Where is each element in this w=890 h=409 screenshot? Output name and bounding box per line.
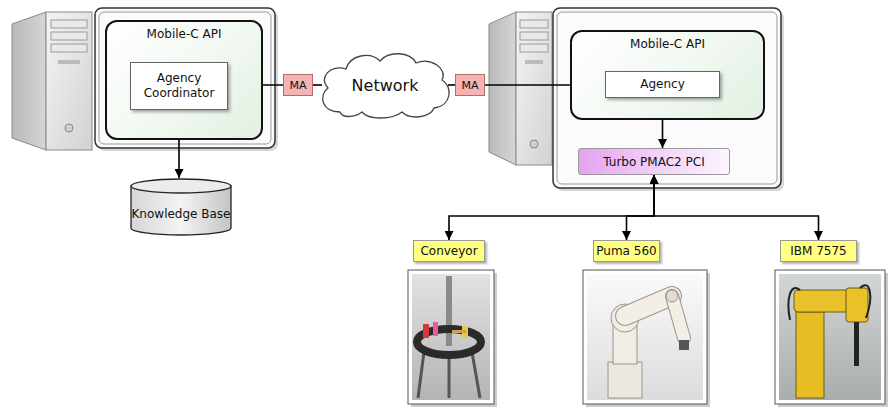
controller-card: Turbo PMAC2 PCI	[578, 148, 730, 175]
computer-icon	[12, 12, 92, 150]
device-label: Puma 560	[593, 240, 660, 262]
node-text: MA	[461, 79, 478, 92]
connector-arrow	[627, 175, 655, 240]
conveyor-photo	[408, 270, 497, 407]
node-text: Network	[352, 76, 419, 95]
ibm-robot-photo	[775, 270, 888, 407]
connector-arrow	[449, 175, 654, 240]
node-text: Turbo PMAC2 PCI	[603, 155, 704, 169]
network-cloud: Network	[318, 50, 452, 120]
node-text: Mobile-C API	[107, 22, 261, 41]
agency-box: Agency Coordinator	[130, 62, 228, 110]
database-cylinder: Knowledge Base	[130, 178, 232, 236]
connector-arrow	[448, 84, 455, 86]
api-box: Mobile-C API Agency Coordinator	[105, 20, 263, 140]
node-text: Puma 560	[596, 244, 656, 258]
computer-panel	[95, 8, 278, 151]
puma-robot-photo	[583, 270, 710, 407]
node-text: Mobile-C API	[572, 32, 763, 51]
computer-icon	[489, 12, 552, 165]
connector-arrow	[313, 84, 322, 86]
computer-panel	[553, 8, 784, 191]
connector-arrow	[654, 175, 819, 240]
node-text: Agency	[640, 77, 685, 92]
node-text: Knowledge Base	[132, 207, 231, 222]
node-text: Agency Coordinator	[135, 71, 223, 101]
device-label: Conveyor	[413, 240, 485, 262]
api-box: Mobile-C API Agency	[570, 30, 765, 120]
agent-tag: MA	[455, 74, 485, 96]
node-text: Conveyor	[420, 244, 477, 258]
agency-box: Agency	[605, 71, 720, 98]
node-text: IBM 7575	[790, 244, 846, 258]
device-label: IBM 7575	[780, 240, 857, 262]
node-text: MA	[289, 79, 306, 92]
agent-tag: MA	[283, 74, 313, 96]
